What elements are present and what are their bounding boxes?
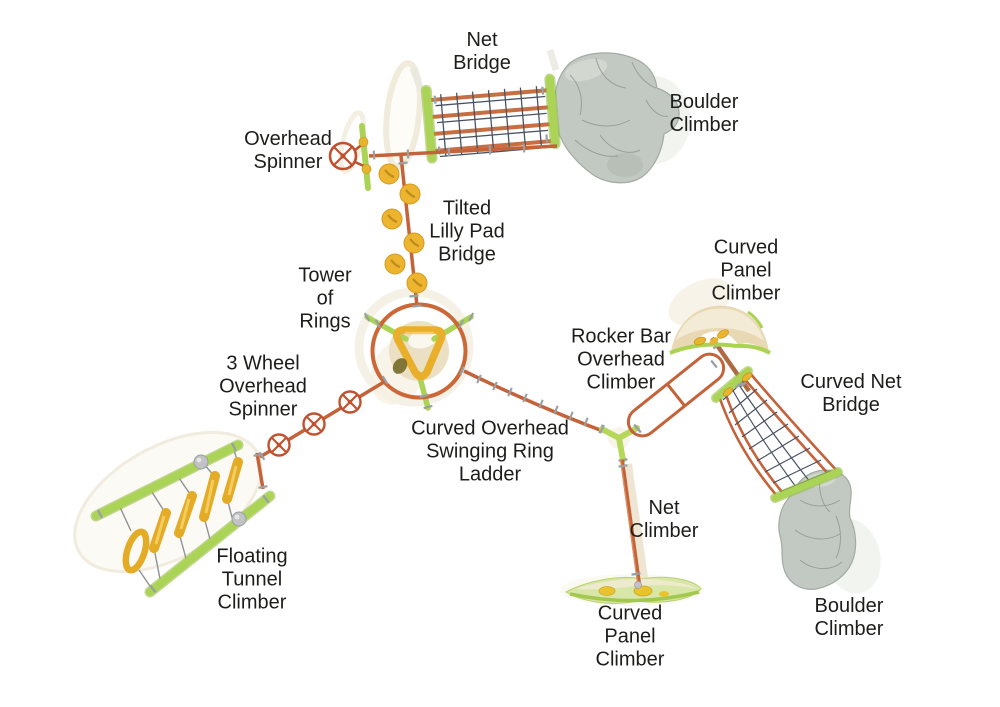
ladder-clamps	[476, 374, 604, 434]
label-floating-tunnel-climber: Floating Tunnel Climber	[216, 545, 288, 614]
label-rocker-bar-overhead-climber: Rocker Bar Overhead Climber	[570, 325, 672, 394]
curved-overhead-swinging-ring-ladder-structure	[463, 369, 617, 438]
net-climber-structure	[618, 459, 648, 589]
curved-panel-climber-top-structure	[669, 305, 771, 355]
boulder-climber-top-structure	[553, 52, 680, 184]
tower-clamps	[363, 304, 475, 410]
tunnel-segments	[122, 457, 243, 574]
label-net-bridge: Net Bridge	[453, 29, 511, 74]
spinner-wheel-icons	[267, 390, 362, 457]
label-three-wheel-overhead-spinner: 3 Wheel Overhead Spinner	[219, 352, 307, 421]
label-boulder-climber-bottom: Boulder Climber	[814, 595, 884, 640]
post-junction	[599, 423, 641, 463]
ring-triangle	[393, 326, 446, 381]
net-bridge-structure	[368, 48, 561, 164]
label-curved-panel-climber-bottom: Curved Panel Climber	[595, 602, 665, 671]
spinner-wheel-icon	[328, 141, 358, 171]
floating-tunnel-climber-structure	[90, 439, 276, 598]
label-tower-of-rings: Tower of Rings	[298, 264, 352, 333]
tilted-lilly-pad-bridge-structure	[378, 155, 428, 307]
lilly-pads	[378, 163, 428, 294]
label-net-climber: Net Climber	[629, 497, 699, 542]
pole-clamps	[372, 143, 526, 160]
curved-panel-climber-bottom-structure	[564, 576, 702, 604]
label-boulder-climber-top: Boulder Climber	[669, 91, 739, 136]
curved-net-bridge-structure	[711, 366, 843, 503]
label-curved-overhead-swinging-ring-ladder: Curved Overhead Swinging Ring Ladder	[411, 417, 569, 486]
overhead-spinner-structure	[328, 123, 372, 191]
rock-facets	[794, 474, 843, 569]
label-curved-net-bridge: Curved Net Bridge	[800, 371, 902, 416]
label-overhead-spinner: Overhead Spinner	[244, 128, 332, 173]
top-connector-pole	[368, 144, 558, 158]
rock-facets	[569, 57, 669, 157]
label-curved-panel-climber-top: Curved Panel Climber	[711, 236, 781, 305]
rail-spheres	[193, 454, 247, 527]
label-tilted-lilly-pad-bridge: Tilted Lilly Pad Bridge	[429, 197, 505, 266]
three-wheel-overhead-spinner-structure	[253, 380, 385, 490]
tower-of-rings-structure	[363, 302, 475, 411]
